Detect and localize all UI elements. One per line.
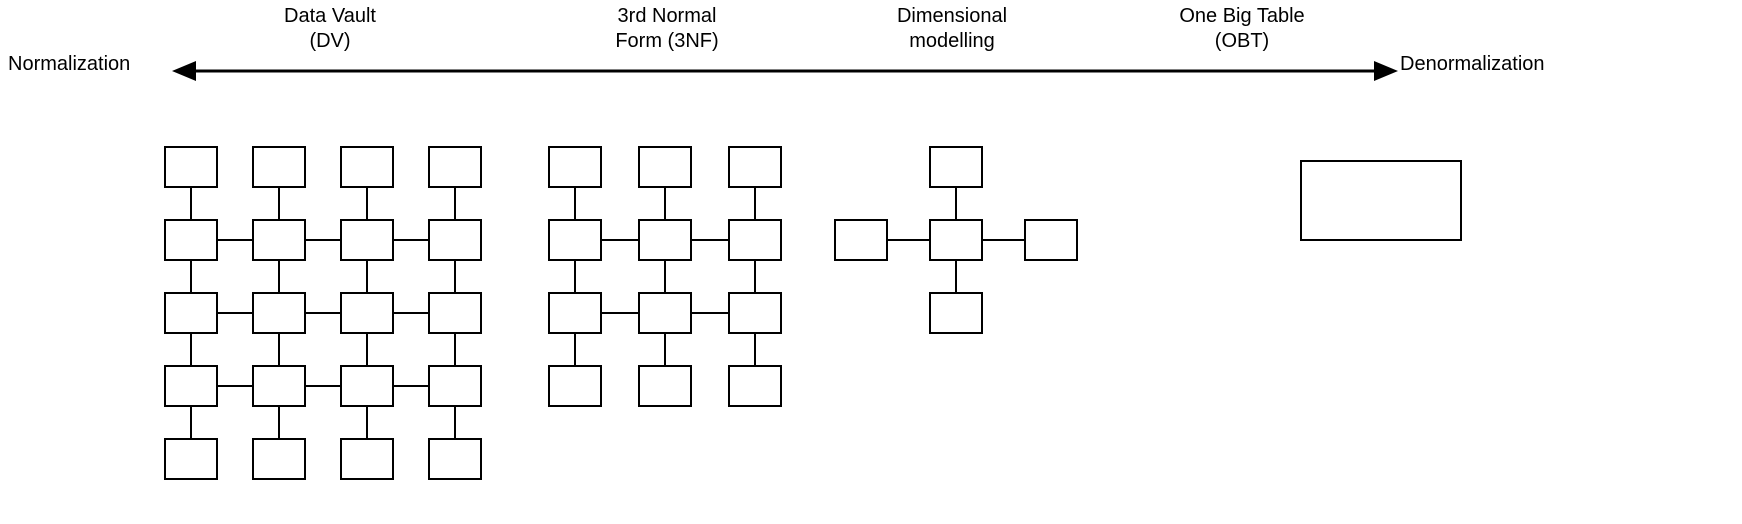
connector-vertical	[190, 334, 192, 365]
connector-vertical	[366, 407, 368, 438]
connector-horizontal	[306, 385, 340, 387]
connector-vertical	[955, 261, 957, 292]
connector-vertical	[574, 188, 576, 219]
node-box	[164, 438, 218, 480]
node-box	[638, 365, 692, 407]
connector-vertical	[278, 261, 280, 292]
connector-vertical	[190, 407, 192, 438]
connector-vertical	[190, 188, 192, 219]
connector-horizontal	[218, 385, 252, 387]
connector-horizontal	[394, 239, 428, 241]
spectrum-arrow-icon	[172, 61, 1398, 81]
connector-vertical	[366, 334, 368, 365]
node-box	[638, 219, 692, 261]
node-box	[340, 438, 394, 480]
connector-horizontal	[218, 239, 252, 241]
node-box	[548, 146, 602, 188]
node-box	[340, 146, 394, 188]
connector-vertical	[278, 407, 280, 438]
node-box	[340, 365, 394, 407]
connector-horizontal	[306, 312, 340, 314]
connector-vertical	[664, 261, 666, 292]
node-box	[164, 219, 218, 261]
connector-horizontal	[218, 312, 252, 314]
node-box-dimension	[834, 219, 888, 261]
stage-label-dim: Dimensional modelling	[896, 5, 1008, 52]
connector-horizontal	[983, 239, 1024, 241]
connector-horizontal	[394, 312, 428, 314]
connector-horizontal	[692, 239, 728, 241]
connector-vertical	[955, 188, 957, 219]
connector-horizontal	[888, 239, 929, 241]
node-box-dimension	[929, 292, 983, 334]
connector-horizontal	[306, 239, 340, 241]
node-box	[728, 365, 782, 407]
connector-vertical	[574, 261, 576, 292]
connector-vertical	[366, 261, 368, 292]
node-box	[638, 146, 692, 188]
connector-horizontal	[602, 239, 638, 241]
connector-vertical	[664, 334, 666, 365]
connector-vertical	[454, 334, 456, 365]
connector-vertical	[454, 407, 456, 438]
node-box	[164, 146, 218, 188]
axis-label-normalization: Normalization	[8, 53, 131, 75]
connector-horizontal	[394, 385, 428, 387]
node-box	[428, 438, 482, 480]
node-box	[340, 292, 394, 334]
node-box	[638, 292, 692, 334]
connector-vertical	[454, 261, 456, 292]
node-box	[252, 219, 306, 261]
node-box	[548, 219, 602, 261]
connector-vertical	[754, 261, 756, 292]
connector-vertical	[754, 188, 756, 219]
connector-vertical	[278, 334, 280, 365]
stage-label-3nf: 3rd Normal Form (3NF)	[615, 5, 719, 52]
node-box-fact	[929, 219, 983, 261]
connector-vertical	[278, 188, 280, 219]
node-box	[728, 219, 782, 261]
node-box	[428, 219, 482, 261]
connector-horizontal	[692, 312, 728, 314]
stage-label-obt: One Big Table (OBT)	[1179, 5, 1305, 52]
connector-vertical	[366, 188, 368, 219]
node-box	[164, 292, 218, 334]
node-box	[252, 438, 306, 480]
node-box	[252, 365, 306, 407]
node-box-dimension	[1024, 219, 1078, 261]
node-box-one-big-table	[1300, 160, 1462, 241]
node-box	[252, 146, 306, 188]
node-box	[728, 146, 782, 188]
node-box-dimension	[929, 146, 983, 188]
node-box	[428, 365, 482, 407]
node-box	[548, 365, 602, 407]
axis-label-denormalization: Denormalization	[1400, 53, 1545, 75]
connector-vertical	[574, 334, 576, 365]
node-box	[428, 292, 482, 334]
node-box	[548, 292, 602, 334]
connector-vertical	[454, 188, 456, 219]
node-box	[340, 219, 394, 261]
node-box	[164, 365, 218, 407]
stage-label-dv: Data Vault (DV)	[284, 5, 376, 52]
connector-vertical	[754, 334, 756, 365]
node-box	[252, 292, 306, 334]
connector-vertical	[190, 261, 192, 292]
node-box	[428, 146, 482, 188]
connector-horizontal	[602, 312, 638, 314]
node-box	[728, 292, 782, 334]
connector-vertical	[664, 188, 666, 219]
